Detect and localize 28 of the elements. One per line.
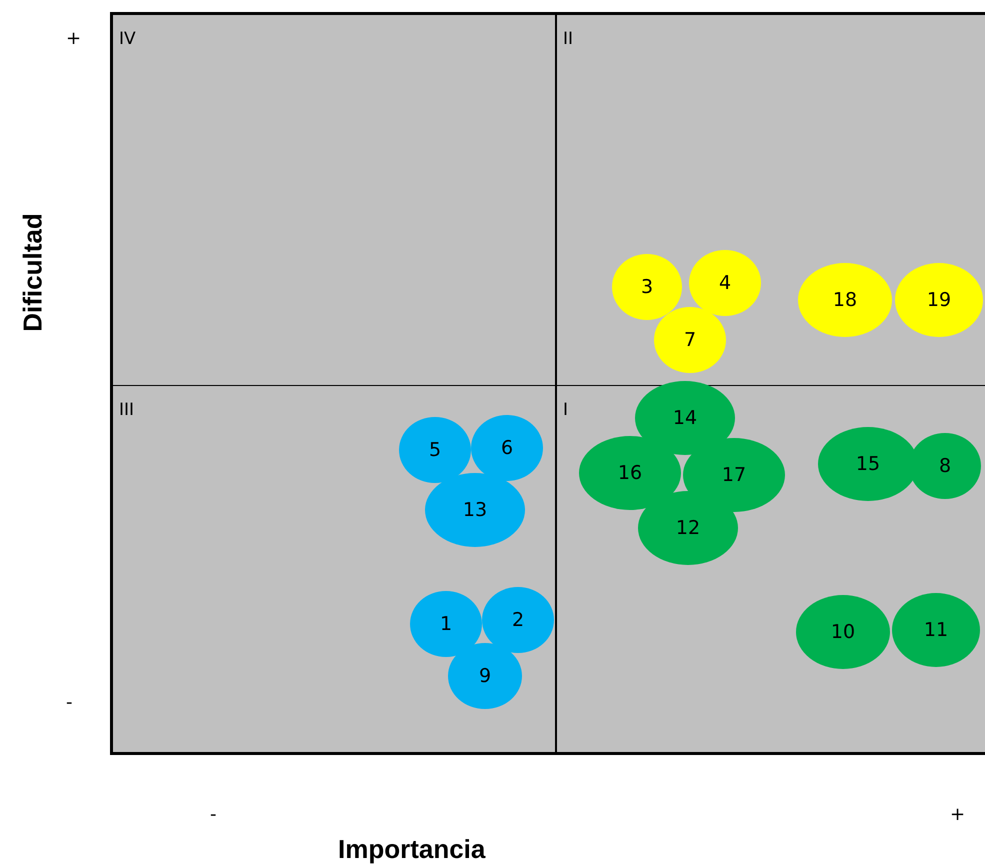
- quadrant-numeral: IV: [119, 31, 136, 48]
- numbered-circle: 16: [579, 436, 681, 510]
- numbered-circle: 2: [482, 587, 554, 653]
- numbered-circle: 3: [612, 254, 682, 320]
- numbered-circle: 10: [796, 595, 890, 669]
- numbered-circle: 5: [399, 417, 471, 483]
- numbered-circle: 9: [448, 643, 522, 709]
- numbered-circle: 11: [892, 593, 980, 667]
- quadrant-numeral: III: [119, 402, 134, 419]
- axis-end-sign: +: [950, 804, 966, 825]
- axis-end-sign: -: [210, 804, 216, 825]
- axis-title: Importancia: [338, 834, 486, 865]
- numbered-circle: 13: [425, 473, 525, 547]
- numbered-circle: 19: [895, 263, 983, 337]
- numbered-circle: 12: [638, 491, 738, 565]
- quadrant-panel: [556, 12, 985, 385]
- quadrant-numeral: II: [563, 31, 574, 48]
- axis-end-sign: -: [66, 692, 72, 713]
- quadrant-panel: [110, 12, 556, 385]
- numbered-circle: 4: [689, 250, 761, 316]
- numbered-circle: 7: [654, 307, 726, 373]
- quadrant-panel: [110, 385, 556, 755]
- axis-title: Dificultad: [18, 212, 48, 334]
- numbered-circle: 6: [471, 415, 543, 481]
- numbered-circle: 1: [410, 591, 482, 657]
- axis-end-sign: +: [66, 28, 82, 49]
- numbered-circle: 18: [798, 263, 892, 337]
- quadrant-numeral: I: [563, 402, 568, 419]
